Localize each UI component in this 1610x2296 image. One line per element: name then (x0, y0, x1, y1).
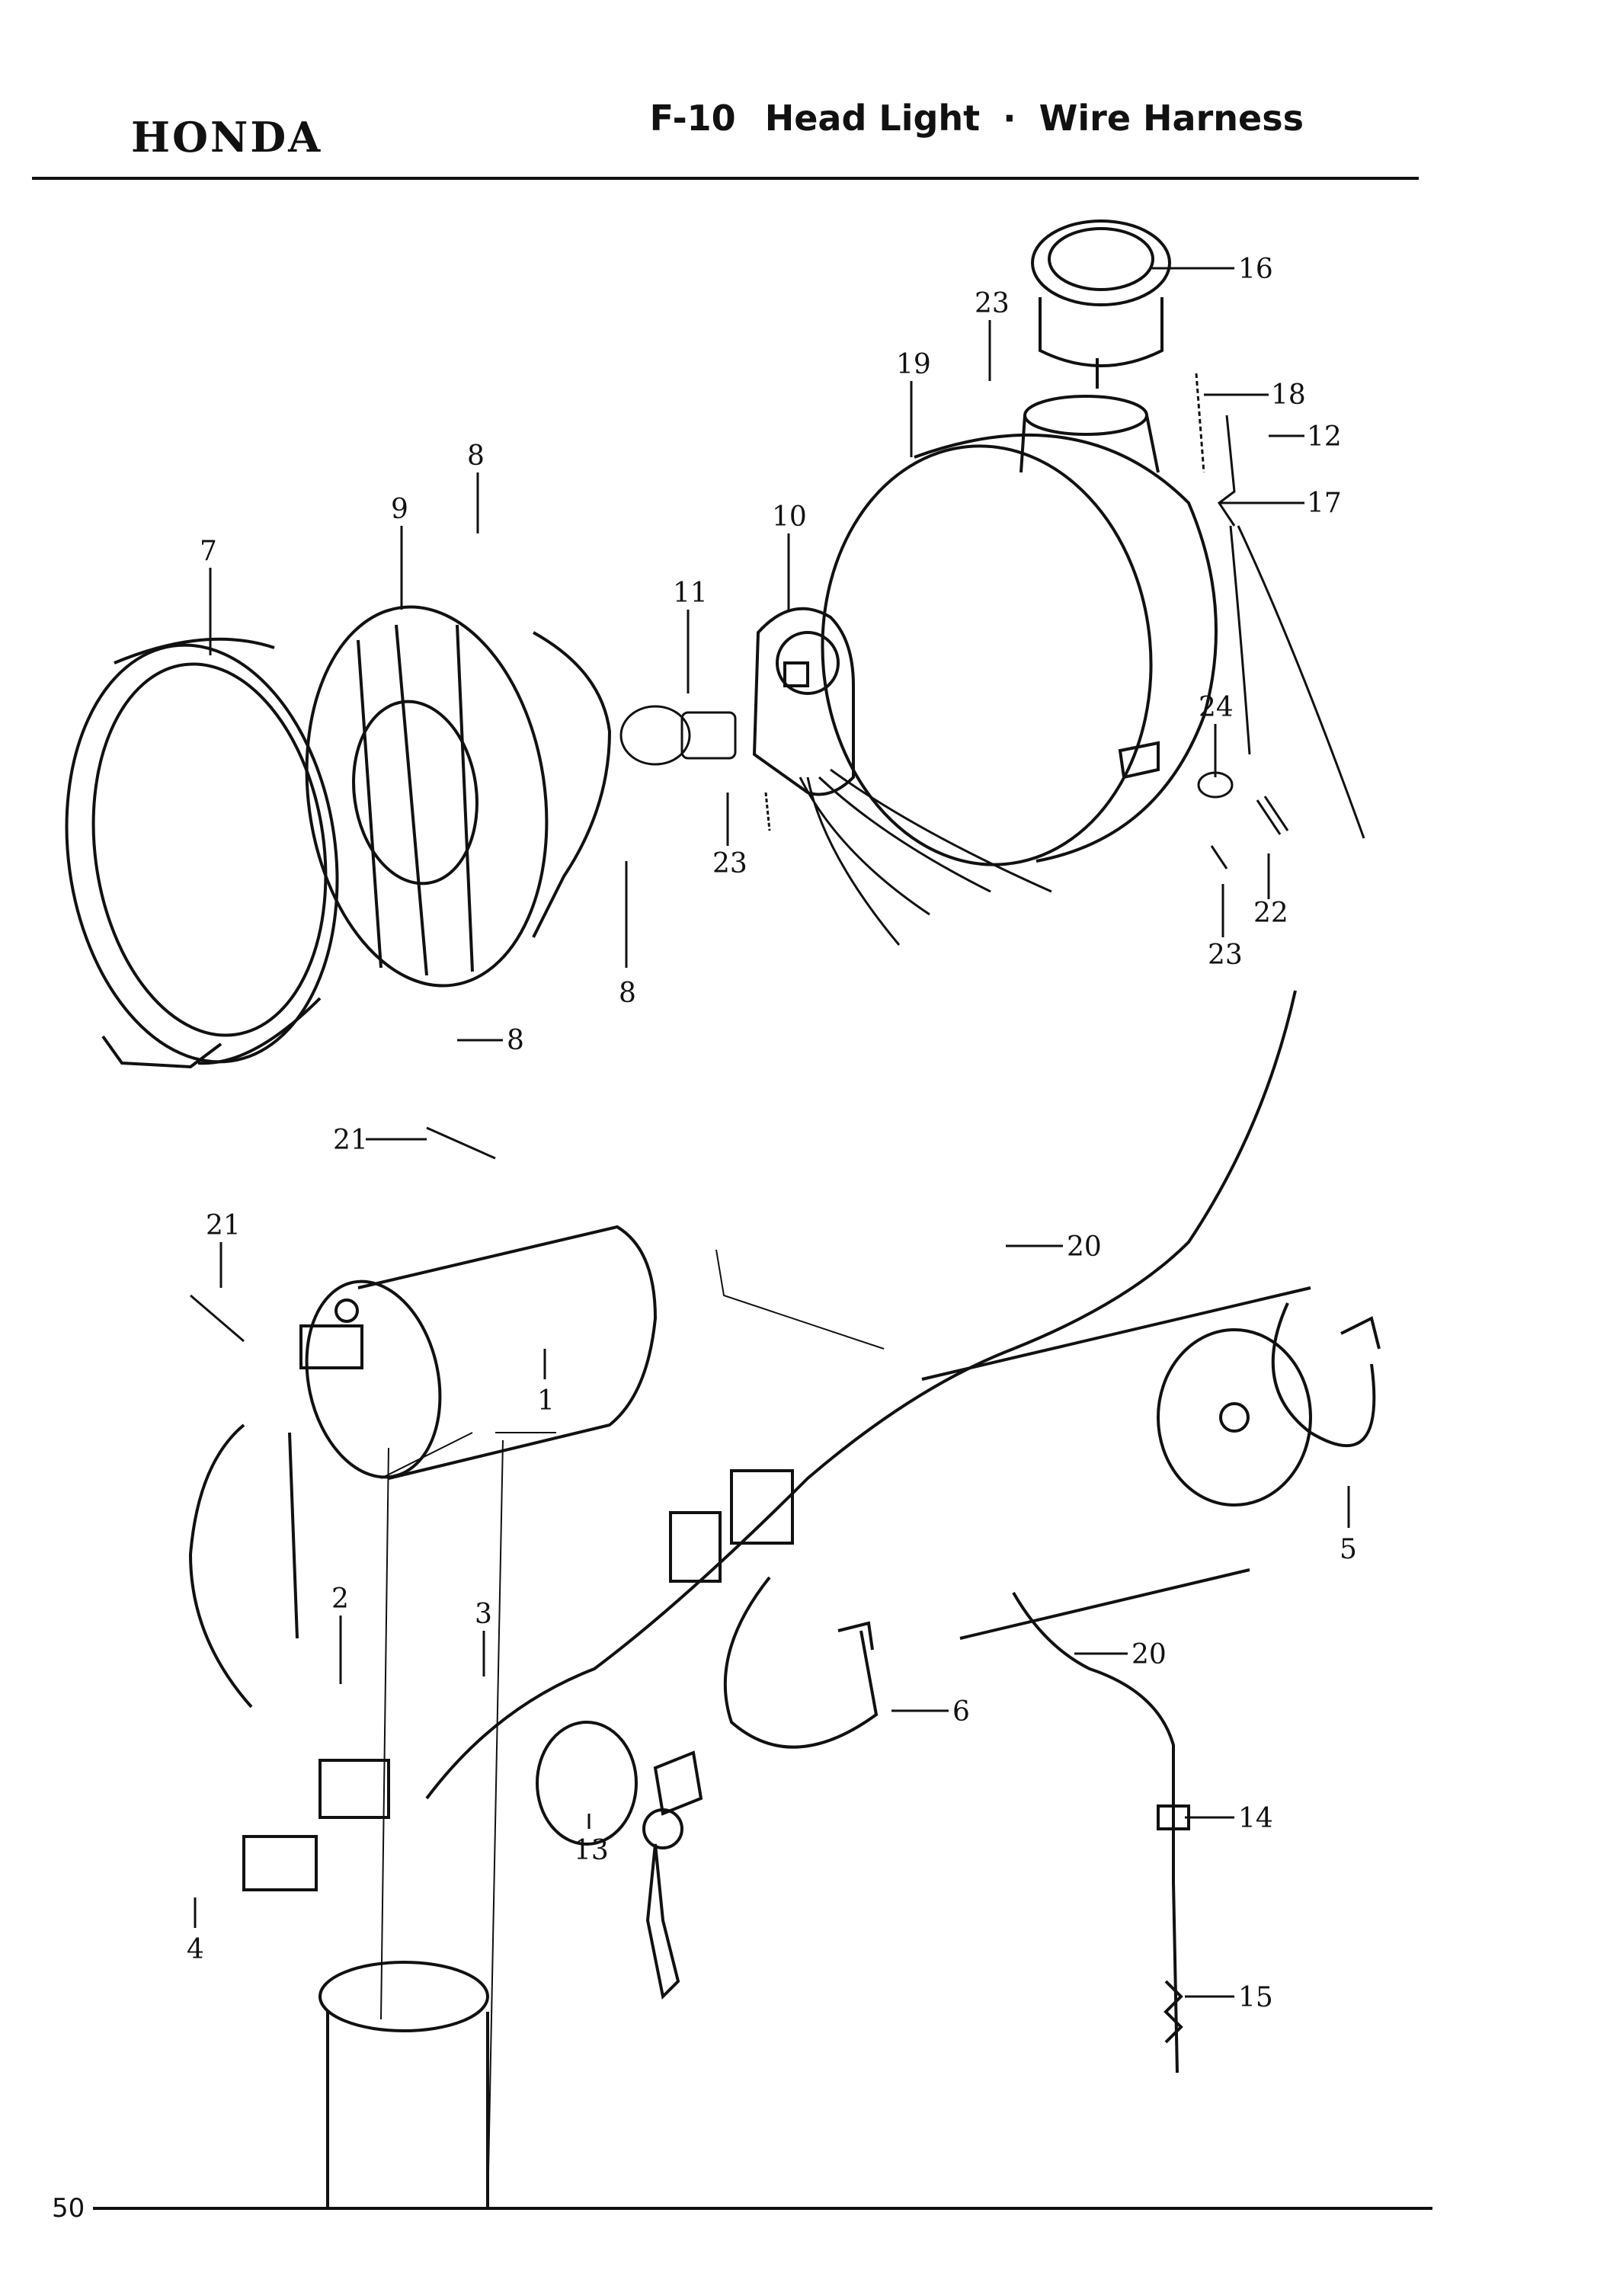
figure-code: F-10 (649, 98, 736, 139)
handlebar-background (318, 1286, 1312, 2210)
callout-8-top: 8 (467, 440, 485, 472)
callout-5: 5 (1340, 1534, 1357, 1565)
page-title: F-10 Head Light · Wire Harness (650, 98, 1304, 139)
callout-19: 19 (896, 349, 931, 380)
callout-8-middle: 8 (619, 978, 636, 1009)
title-part-1: Head Light (764, 98, 981, 139)
callout-leaders (194, 267, 1350, 1998)
wire-harness-3 (188, 990, 1297, 1891)
title-part-2: Wire Harness (1039, 98, 1304, 139)
callout-12: 12 (1307, 421, 1342, 453)
callout-10: 10 (772, 501, 807, 533)
callout-11: 11 (673, 578, 708, 609)
speedometer-16 (1031, 219, 1171, 389)
guide-lines (380, 1249, 885, 2211)
screws-21 (190, 1126, 496, 1343)
callout-13: 13 (574, 1835, 609, 1866)
headlight-case-19 (821, 395, 1218, 866)
clamp-band-6 (723, 1576, 879, 1749)
callout-23-right: 23 (1208, 940, 1243, 971)
small-parts-12-17-18-22-24 (1195, 373, 1365, 869)
headlight-lens-9 (305, 605, 612, 988)
title-separator: · (1003, 98, 1016, 139)
clamp-band-5 (1271, 1302, 1381, 1448)
callout-16: 16 (1238, 254, 1273, 285)
page-number: 50 (52, 2193, 85, 2224)
callout-15: 15 (1238, 1982, 1273, 2013)
headlight-rim-7 (65, 637, 339, 1069)
callout-3: 3 (475, 1599, 492, 1630)
honda-logo: HONDA (131, 113, 323, 162)
socket-10 (752, 607, 855, 796)
bulb-11 (619, 705, 737, 766)
callout-4: 4 (187, 1934, 204, 1965)
callout-22: 22 (1253, 898, 1288, 929)
callout-18: 18 (1271, 379, 1306, 411)
wires-from-socket (764, 768, 1052, 946)
callout-20-top: 20 (1067, 1231, 1102, 1263)
ignition-switch-13 (536, 1721, 703, 2000)
callout-23-top: 23 (975, 288, 1010, 319)
callout-14: 14 (1238, 1803, 1273, 1834)
callout-21-top: 21 (333, 1125, 368, 1156)
callout-1: 1 (537, 1385, 555, 1417)
callout-7: 7 (200, 536, 217, 567)
callout-20-bottom: 20 (1131, 1639, 1167, 1670)
callout-8-bottom: 8 (507, 1025, 524, 1056)
speedometer-cable-14-15 (1012, 1592, 1190, 2073)
callout-24: 24 (1199, 692, 1234, 723)
callout-9: 9 (391, 494, 408, 525)
callout-23-middle: 23 (712, 848, 747, 879)
callout-6: 6 (952, 1696, 970, 1728)
callout-17: 17 (1307, 488, 1342, 519)
ignition-coil-1 (299, 1225, 658, 1480)
callout-21-left: 21 (206, 1210, 241, 1241)
callout-2: 2 (331, 1584, 349, 1615)
